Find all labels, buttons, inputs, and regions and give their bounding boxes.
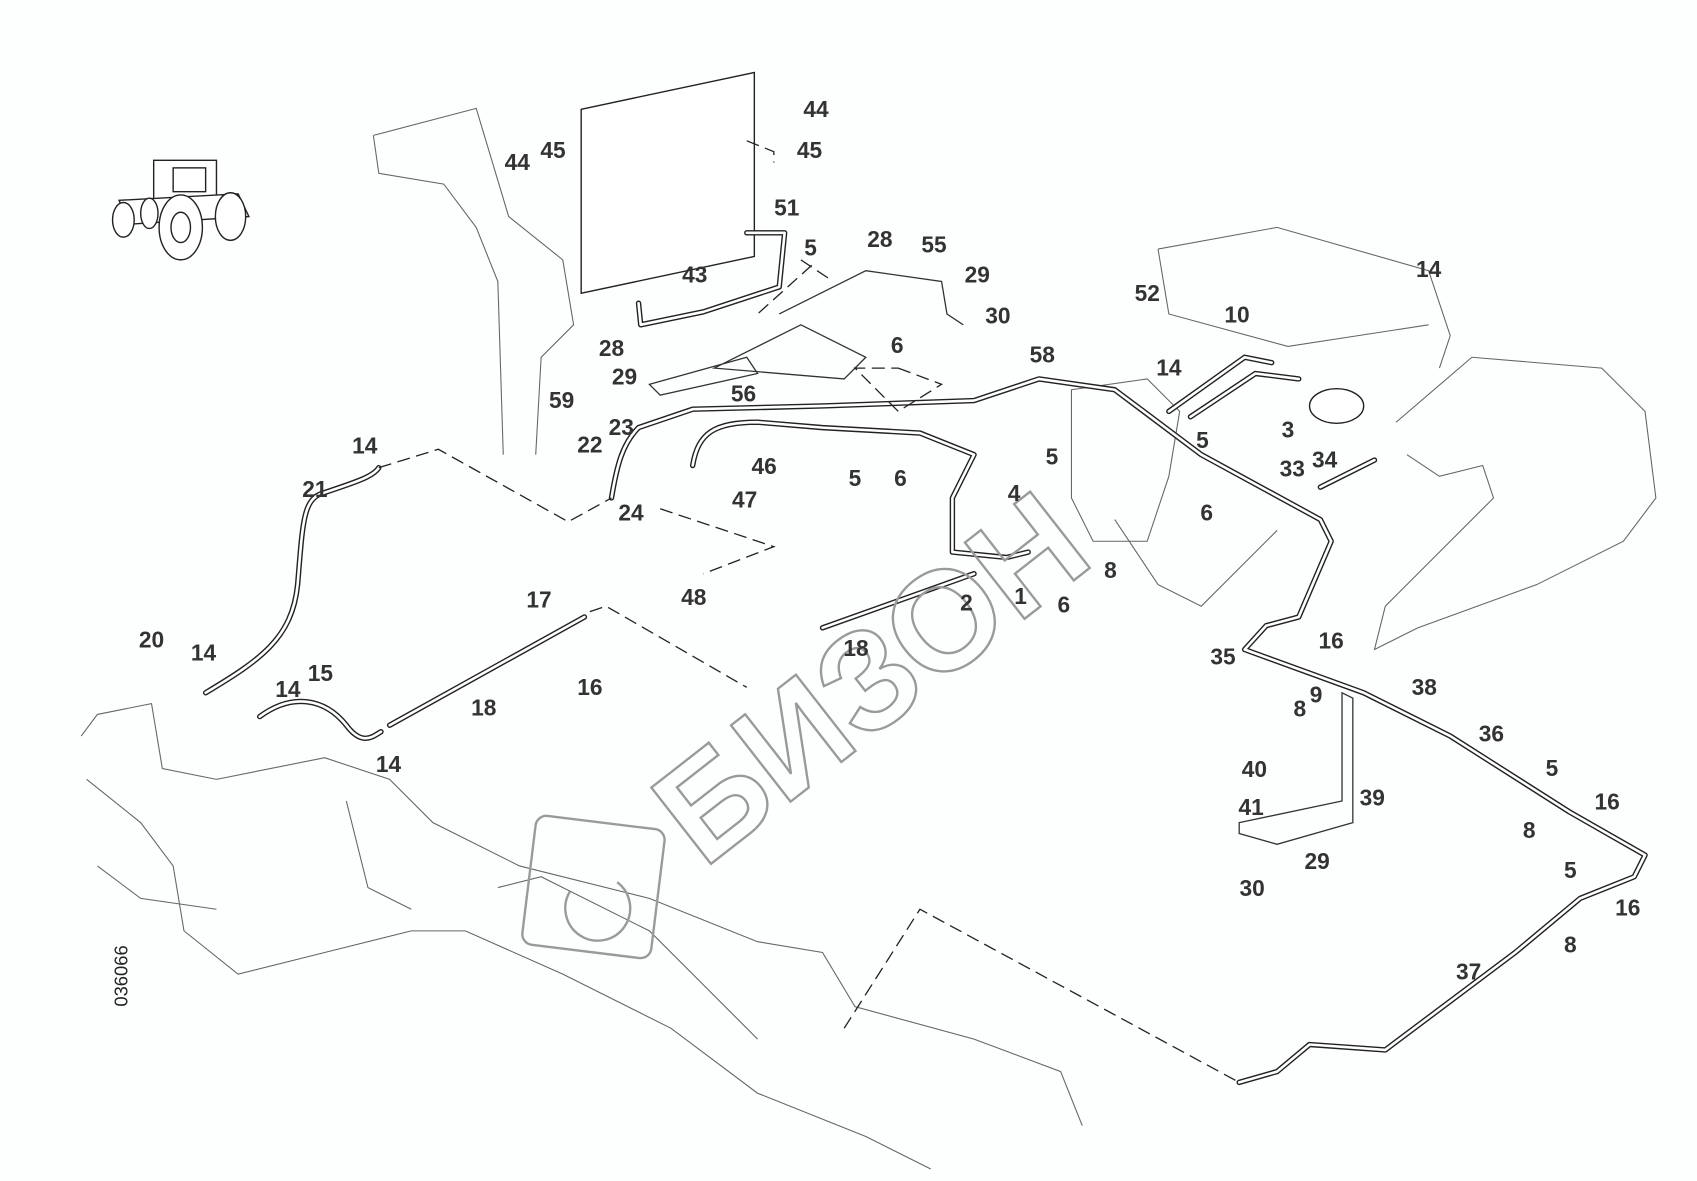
callout-label: 40 <box>1242 756 1267 782</box>
callout-label: 23 <box>609 414 634 440</box>
callout-label: 21 <box>302 476 327 502</box>
callout-label: 35 <box>1210 644 1235 670</box>
callout-label: 44 <box>505 149 531 175</box>
callout-label: 14 <box>1416 256 1442 282</box>
callout-label: 33 <box>1280 455 1305 481</box>
callout-label: 8 <box>1564 932 1577 958</box>
callout-label: 48 <box>681 584 706 610</box>
callout-label: 20 <box>139 626 164 652</box>
callout-label: 14 <box>1156 355 1182 381</box>
callout-label: 18 <box>843 635 868 661</box>
callout-label: 14 <box>191 639 217 665</box>
callout-label: 6 <box>1200 500 1213 526</box>
callout-label: 55 <box>921 231 946 257</box>
callout-label: 4 <box>1008 480 1021 506</box>
callout-label: 5 <box>1564 857 1577 883</box>
callout-label: 28 <box>867 226 892 252</box>
callout-label: 5 <box>1196 427 1209 453</box>
callout-label: 15 <box>308 660 333 686</box>
callout-label: 3 <box>1282 416 1295 442</box>
callout-label: 36 <box>1479 720 1504 746</box>
callout-label: 45 <box>540 137 565 163</box>
callout-label: 5 <box>1546 755 1559 781</box>
callout-label: 2 <box>960 590 973 616</box>
callout-label: 39 <box>1360 784 1385 810</box>
callout-label: 9 <box>1310 682 1323 708</box>
callout-label: 56 <box>731 381 756 407</box>
callout-label: 43 <box>682 262 707 288</box>
callout-label: 5 <box>804 235 817 261</box>
fuel-lines <box>202 230 1648 1086</box>
callout-label: 52 <box>1135 280 1160 306</box>
callout-label: 37 <box>1456 959 1481 985</box>
callout-label: 14 <box>376 751 402 777</box>
callout-label: 6 <box>1058 592 1071 618</box>
callout-label: 6 <box>891 332 904 358</box>
callout-label: 16 <box>1615 895 1640 921</box>
callout-label: 59 <box>549 387 574 413</box>
callout-label: 1 <box>1014 583 1027 609</box>
callout-label: 58 <box>1030 342 1055 368</box>
callout-label: 22 <box>577 432 602 458</box>
callout-label: 30 <box>985 303 1010 329</box>
callout-label: 44 <box>803 96 829 122</box>
callout-label: 29 <box>612 363 637 389</box>
callout-label: 29 <box>965 262 990 288</box>
callout-label: 16 <box>1319 627 1344 653</box>
callout-label: 5 <box>1046 443 1059 469</box>
callout-label: 18 <box>471 695 496 721</box>
callout-label: 16 <box>577 674 602 700</box>
watermark-text: БИЗОН <box>625 462 1115 893</box>
callout-label: 46 <box>751 453 776 479</box>
callout-label: 17 <box>526 586 551 612</box>
callout-label: 38 <box>1412 674 1437 700</box>
frame-outline <box>80 71 1657 1170</box>
callout-label: 14 <box>275 676 301 702</box>
callout-label: 41 <box>1238 794 1263 820</box>
callout-label: 16 <box>1595 789 1620 815</box>
callout-label: 29 <box>1304 848 1329 874</box>
callout-label: 10 <box>1224 302 1249 328</box>
callout-label: 8 <box>1293 696 1306 722</box>
drawing-number: 036066 <box>111 945 132 1006</box>
callout-label: 8 <box>1523 817 1536 843</box>
callout-label: 14 <box>352 433 378 459</box>
callout-label: 34 <box>1312 447 1338 473</box>
callout-label: 28 <box>599 335 624 361</box>
callout-label: 8 <box>1104 557 1117 583</box>
callout-label: 45 <box>797 137 822 163</box>
callout-label: 5 <box>849 465 862 491</box>
callout-label: 51 <box>774 194 799 220</box>
leader-lines <box>378 140 1240 1083</box>
callout-label: 30 <box>1240 875 1265 901</box>
tractor-icon <box>111 159 251 261</box>
callout-label: 47 <box>732 487 757 513</box>
callout-label: 6 <box>894 465 907 491</box>
callout-label: 24 <box>618 500 644 526</box>
bizon-watermark-logo: БИЗОН <box>521 461 1117 960</box>
